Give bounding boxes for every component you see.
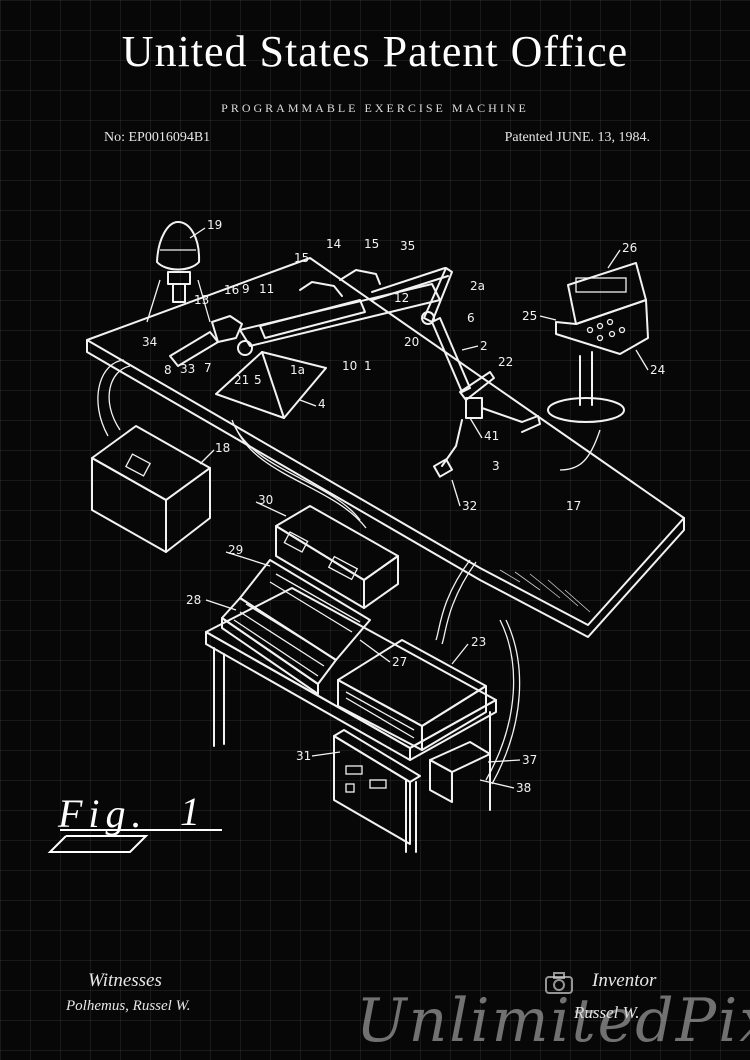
patent-date: Patented JUNE. 13, 1984. — [504, 130, 650, 145]
ref-label: 7 — [204, 361, 212, 375]
lever-arm — [169, 267, 471, 393]
ref-label: 18 — [215, 441, 230, 455]
ref-label: 5 — [254, 373, 262, 387]
ref-label: 26 — [622, 241, 637, 255]
exercise-table — [86, 257, 685, 638]
control-panel-stand — [547, 262, 649, 423]
ref-label: 38 — [516, 781, 531, 795]
ref-label: 11 — [259, 282, 274, 296]
ref-label: 35 — [400, 239, 415, 253]
ref-label: 33 — [180, 362, 195, 376]
computer-station — [205, 505, 497, 853]
cables — [231, 419, 601, 785]
ref-label: 28 — [186, 593, 201, 607]
reference-labels: 19 14 15 35 26 15 16 9 11 12 2a 13 6 25 … — [142, 218, 665, 795]
ref-label: 27 — [392, 655, 407, 669]
invention-title: PROGRAMMABLE EXERCISE MACHINE — [221, 101, 529, 115]
patent-number: No: EP0016094B1 — [104, 130, 211, 145]
arm-base — [215, 340, 327, 419]
ref-label: 15 — [294, 251, 309, 265]
ref-label: 4 — [318, 397, 326, 411]
figure-underline — [47, 829, 222, 853]
ref-label: 37 — [522, 753, 537, 767]
ref-label: 3 — [492, 459, 500, 473]
figure-label: Fig. — [58, 791, 148, 836]
ref-label: 15 — [364, 237, 379, 251]
ref-label: 6 — [467, 311, 475, 325]
ref-label: 1 — [364, 359, 372, 373]
sensor-head — [146, 221, 211, 323]
ref-label: 25 — [522, 309, 537, 323]
ref-label: 8 — [164, 363, 172, 377]
ref-label: 31 — [296, 749, 311, 763]
witnesses-signature: Polhemus, Russel W. — [66, 998, 191, 1014]
camera-icon — [544, 972, 574, 994]
inventor-label: Inventor — [592, 970, 657, 991]
junction-box — [91, 359, 211, 553]
ref-label: 1a — [290, 363, 305, 377]
ref-label: 10 — [342, 359, 357, 373]
ref-label: 24 — [650, 363, 665, 377]
ref-label: 41 — [484, 429, 499, 443]
ref-label: 2 — [480, 339, 488, 353]
ref-label: 21 — [234, 373, 249, 387]
figure-number: 1 — [180, 789, 200, 834]
ref-label: 9 — [242, 282, 250, 296]
witnesses-label: Witnesses — [88, 970, 162, 991]
ref-label: 14 — [326, 237, 341, 251]
ref-label: 34 — [142, 335, 157, 349]
ref-label: 2a — [470, 279, 485, 293]
watermark: UnlimitedPixel — [356, 986, 750, 1056]
ref-label: 32 — [462, 499, 477, 513]
ref-label: 19 — [207, 218, 222, 232]
page-title: United States Patent Office — [121, 27, 629, 76]
ref-label: 20 — [404, 335, 419, 349]
ref-label: 12 — [394, 291, 409, 305]
ref-label: 30 — [258, 493, 273, 507]
ref-label: 17 — [566, 499, 581, 513]
ref-label: 23 — [471, 635, 486, 649]
ref-label: 16 — [224, 283, 239, 297]
inventor-signature: Russel W. — [574, 1003, 640, 1022]
leader-lines — [189, 227, 649, 789]
handle-assembly — [432, 371, 541, 478]
ref-label: 22 — [498, 355, 513, 369]
ref-label: 13 — [194, 293, 209, 307]
